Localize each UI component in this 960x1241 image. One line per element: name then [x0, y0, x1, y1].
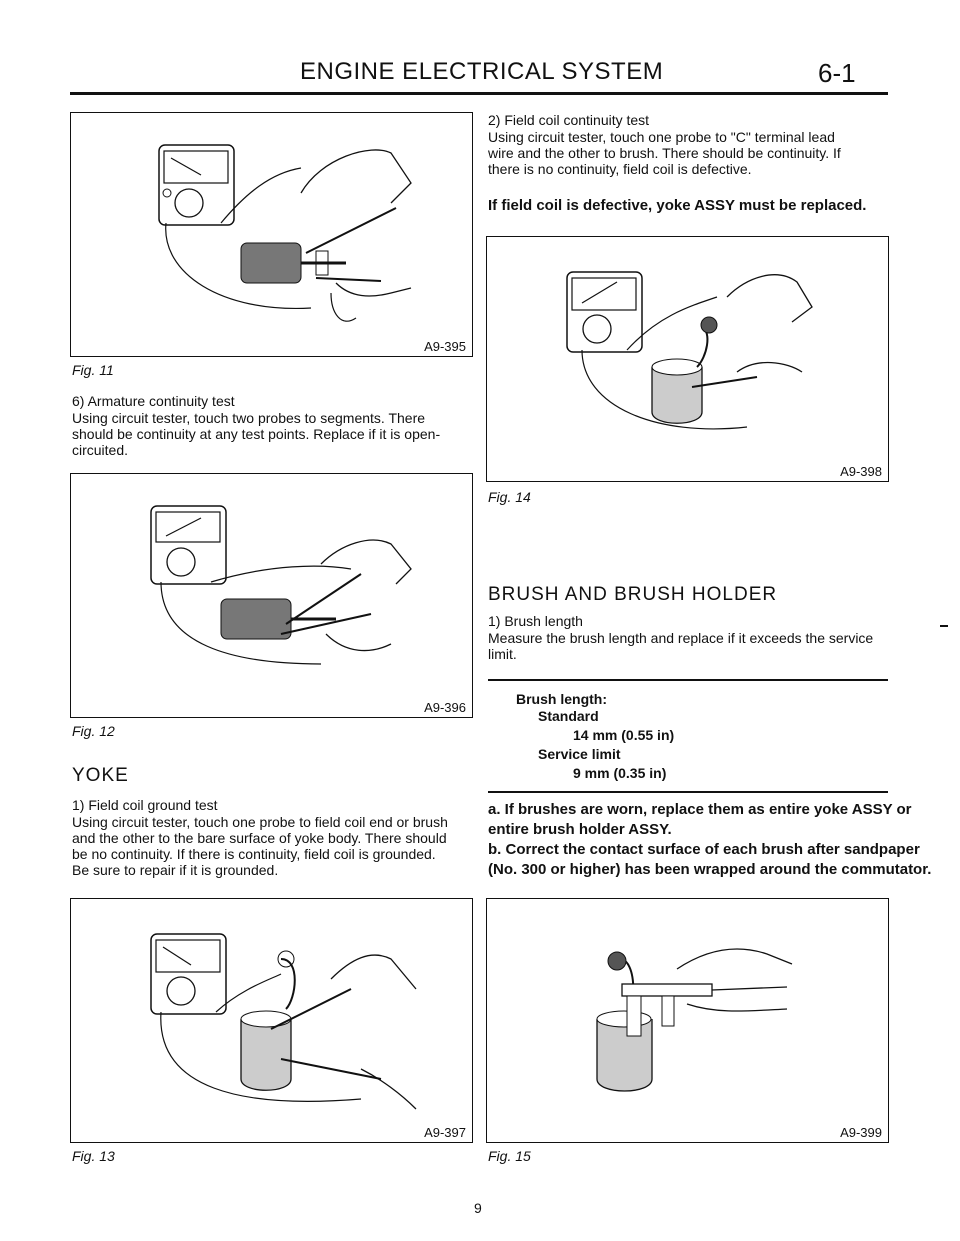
page-number: 9 — [474, 1200, 482, 1216]
brush-length-line: Measure the brush length and replace if … — [488, 630, 874, 646]
spec-standard-value: 14 mm (0.55 in) — [573, 727, 675, 743]
figure-11: A9-395 — [70, 112, 473, 357]
armature-test-title: 6) Armature continuity test — [72, 393, 235, 409]
figure-caption: Fig. 13 — [72, 1148, 115, 1164]
figure-code: A9-399 — [840, 1125, 882, 1140]
figure-caption: Fig. 11 — [72, 362, 114, 378]
figure-caption: Fig. 12 — [72, 723, 115, 739]
figure-caption: Fig. 15 — [488, 1148, 531, 1164]
header-rule — [70, 92, 888, 95]
figure-13: A9-397 — [70, 898, 473, 1143]
spec-rule-bottom — [488, 791, 888, 793]
brush-note: b. Correct the contact surface of each b… — [488, 841, 920, 858]
ground-test-line: Be sure to repair if it is grounded. — [72, 862, 279, 878]
margin-mark — [940, 625, 948, 627]
spec-label: Brush length: — [516, 691, 607, 707]
figure-caption: Fig. 14 — [488, 489, 531, 505]
brush-note: (No. 300 or higher) has been wrapped aro… — [488, 861, 932, 878]
spec-rule-top — [488, 679, 888, 681]
ground-test-line: Using circuit tester, touch one probe to… — [72, 814, 448, 830]
field-coil-test-line: wire and the other to brush. There shoul… — [488, 145, 841, 161]
section-page-code: 6-1 — [818, 58, 856, 88]
spec-limit-label: Service limit — [538, 746, 621, 762]
armature-test-line: circuited. — [72, 442, 129, 458]
brush-note: entire brush holder ASSY. — [488, 821, 672, 838]
figure-code: A9-398 — [840, 464, 882, 479]
spec-standard-label: Standard — [538, 708, 599, 724]
field-coil-note: If field coil is defective, yoke ASSY mu… — [488, 197, 867, 214]
figure-12: A9-396 — [70, 473, 473, 718]
field-coil-test-line: Using circuit tester, touch one probe to… — [488, 129, 835, 145]
armature-test-line: should be continuity at any test points.… — [72, 426, 441, 442]
ground-test-line: and the other to the bare surface of yok… — [72, 830, 447, 846]
section-heading-brush: BRUSH AND BRUSH HOLDER — [488, 584, 778, 605]
armature-test-illustration-icon — [150, 505, 412, 665]
field-coil-test-line: there is no continuity, field coil is de… — [488, 161, 752, 177]
brush-length-line: limit. — [488, 646, 517, 662]
section-heading-yoke: YOKE — [72, 765, 129, 786]
brush-note: a. If brushes are worn, replace them as … — [488, 801, 912, 818]
page-title: ENGINE ELECTRICAL SYSTEM — [300, 58, 664, 85]
figure-code: A9-397 — [424, 1125, 466, 1140]
field-coil-test-title: 2) Field coil continuity test — [488, 112, 650, 128]
figure-15: A9-399 — [486, 898, 889, 1143]
armature-test-line: Using circuit tester, touch two probes t… — [72, 410, 426, 426]
ground-test-line: be no continuity. If there is continuity… — [72, 846, 436, 862]
field-coil-test-illustration-icon — [566, 271, 813, 430]
ground-test-title: 1) Field coil ground test — [72, 797, 218, 813]
armature-test-illustration-icon — [158, 144, 412, 322]
figure-code: A9-395 — [424, 339, 466, 354]
figure-14: A9-398 — [486, 236, 889, 482]
brush-length-title: 1) Brush length — [488, 613, 583, 629]
yoke-ground-test-illustration-icon — [150, 933, 417, 1110]
brush-measure-illustration-icon — [596, 948, 793, 1092]
figure-code: A9-396 — [424, 700, 466, 715]
spec-limit-value: 9 mm (0.35 in) — [573, 765, 667, 781]
